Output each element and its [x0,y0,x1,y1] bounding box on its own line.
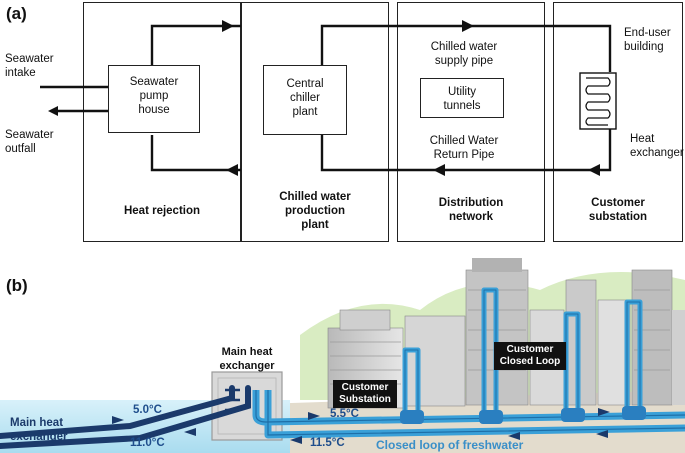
chilled-water-production-label: Chilled water production plant [279,191,351,231]
seawater-outfall-label: Seawater outfall [5,129,54,155]
main-heat-exchanger-top-label: Main heat exchanger [219,346,275,372]
panel-b-illustration [0,258,685,453]
temp-supply-loop: 5.5°C [330,408,359,420]
heat-exchanger-coil-icon [579,72,617,130]
heat-rejection-label: Heat rejection [123,205,201,217]
temp-return-loop: 11.5°C [310,437,345,449]
utility-tunnels-label: Utility tunnels [443,86,481,112]
distribution-network-label: Distribution network [438,197,504,223]
panel-b-label: (b) [6,276,28,295]
pump-house-label: Seawater pump house [129,76,179,116]
end-user-building-label: End-user building [624,27,671,53]
seawater-pump-house-box [108,65,200,133]
return-pipe-label: Chilled Water Return Pipe [429,135,499,161]
panel-a-piping [40,20,617,176]
closed-loop-freshwater-label: Closed loop of freshwater [376,438,524,452]
customer-substation-section [553,2,683,242]
temp-supply-sea: 5.0°C [133,404,162,416]
temp-return-sea: 11.0°C [130,437,165,449]
customer-substation-tag: Customer Substation [333,380,397,408]
customer-closed-loop-tag: Customer Closed Loop [494,342,566,370]
distribution-network-section [397,2,545,242]
panel-a-label: (a) [6,4,27,23]
main-heat-exchanger-left-label: Main heat exchanger [10,417,68,443]
chiller-plant-label: Central chiller plant [286,78,324,118]
customer-substation-label: Customer substation [588,197,648,223]
seawater-intake-label: Seawater intake [5,53,54,79]
heat-exchanger-label: Heat exchanger [630,133,684,159]
supply-pipe-label: Chilled water supply pipe [430,41,498,67]
central-chiller-plant-box [263,65,347,135]
utility-tunnels-box [420,78,504,118]
